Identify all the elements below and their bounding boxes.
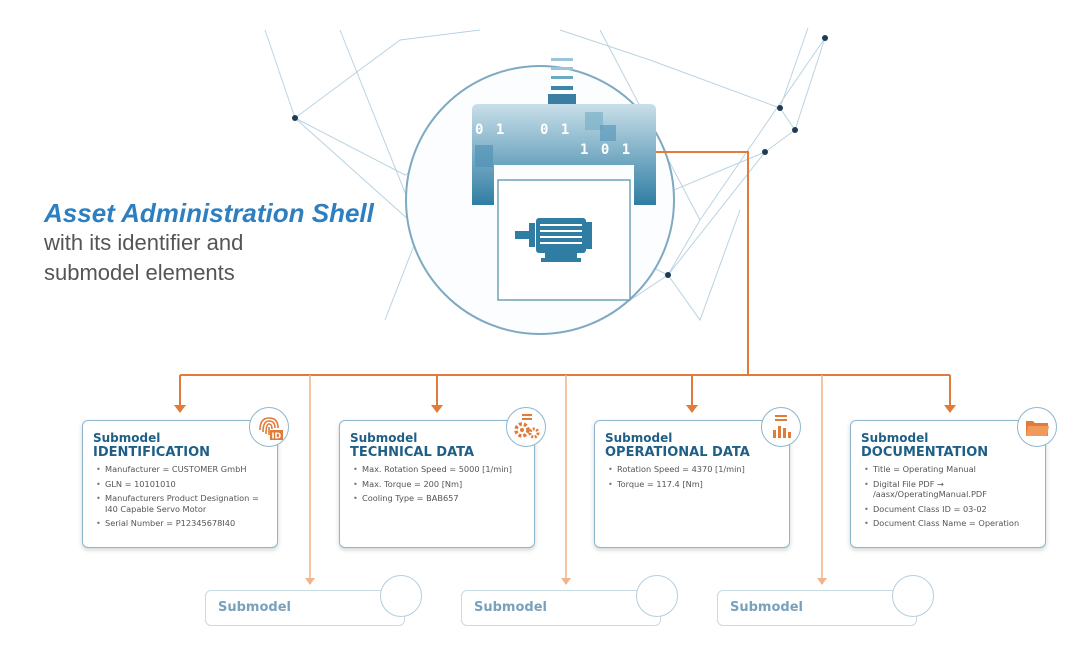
property-item: Max. Rotation Speed = 5000 [1/min] (353, 464, 526, 475)
asset-box (497, 179, 631, 301)
motor-icon (515, 218, 592, 262)
placeholder-label: Submodel (730, 600, 803, 615)
placeholder-badge (636, 575, 678, 617)
placeholder-label: Submodel (474, 600, 547, 615)
property-item: Cooling Type = BAB657 (353, 493, 526, 504)
placeholder-submodel: Submodel (461, 575, 678, 626)
bar-chart-icon (761, 407, 801, 447)
submodel-card-technical-data: Submodel TECHNICAL DATA Max. Rotation Sp… (339, 407, 546, 548)
gears-icon (506, 407, 546, 447)
heading-subtitle-line2: submodel elements (44, 260, 235, 285)
submodel-prefix: Submodel (350, 431, 418, 445)
heading-title: Asset Administration Shell (44, 198, 374, 228)
placeholder-submodel: Submodel (717, 575, 934, 626)
placeholder-connectors (309, 375, 823, 580)
property-item: Torque = 117.4 [Nm] (608, 479, 781, 490)
shell-signal-icon (548, 58, 576, 104)
submodel-card-identification: Submodel IDENTIFICATION Manufacturer = C… (82, 407, 289, 548)
placeholder-label: Submodel (218, 600, 291, 615)
submodel-name: TECHNICAL DATA (350, 445, 475, 460)
property-item: Digital File PDF → /aasx/OperatingManual… (864, 479, 1037, 500)
property-item: Manufacturer = CUSTOMER GmbH (96, 464, 269, 475)
submodel-card-operational-data: Submodel OPERATIONAL DATA Rotation Speed… (594, 407, 801, 548)
submodel-properties: Max. Rotation Speed = 5000 [1/min] Max. … (350, 464, 526, 504)
submodel-name: OPERATIONAL DATA (605, 445, 750, 460)
binary-right: 1 0 1 (580, 142, 633, 158)
placeholder-badge (380, 575, 422, 617)
connector-arrows (174, 405, 956, 413)
binary-mid: 0 1 (540, 122, 572, 138)
folder-icon (1017, 407, 1057, 447)
submodel-prefix: Submodel (93, 431, 161, 445)
property-item: GLN = 10101010 (96, 479, 269, 490)
property-item: Document Class ID = 03-02 (864, 504, 1037, 515)
network-nodes (292, 35, 828, 278)
binary-left: 0 1 (475, 122, 507, 138)
placeholder-badge (892, 575, 934, 617)
submodel-name: DOCUMENTATION (861, 445, 989, 460)
property-item: Rotation Speed = 4370 [1/min] (608, 464, 781, 475)
diagram-heading: Asset Administration Shell with its iden… (44, 198, 374, 288)
property-item: Document Class Name = Operation (864, 518, 1037, 529)
submodel-properties: Title = Operating Manual Digital File PD… (861, 464, 1037, 529)
submodel-prefix: Submodel (861, 431, 929, 445)
fingerprint-id-icon: ID (249, 407, 289, 447)
property-item: Title = Operating Manual (864, 464, 1037, 475)
property-item: Serial Number = P12345678I40 (96, 518, 269, 529)
submodel-card-documentation: Submodel DOCUMENTATION Title = Operating… (850, 407, 1057, 548)
submodel-properties: Manufacturer = CUSTOMER GmbH GLN = 10101… (93, 464, 269, 529)
property-item: Manufacturers Product Designation = I40 … (96, 493, 269, 514)
submodel-name: IDENTIFICATION (93, 445, 211, 460)
svg-text:ID: ID (272, 432, 282, 441)
placeholder-submodel: Submodel (205, 575, 422, 626)
submodel-prefix: Submodel (605, 431, 673, 445)
heading-subtitle-line1: with its identifier and (44, 230, 244, 255)
submodel-properties: Rotation Speed = 4370 [1/min] Torque = 1… (605, 464, 781, 489)
property-item: Max. Torque = 200 [Nm] (353, 479, 526, 490)
